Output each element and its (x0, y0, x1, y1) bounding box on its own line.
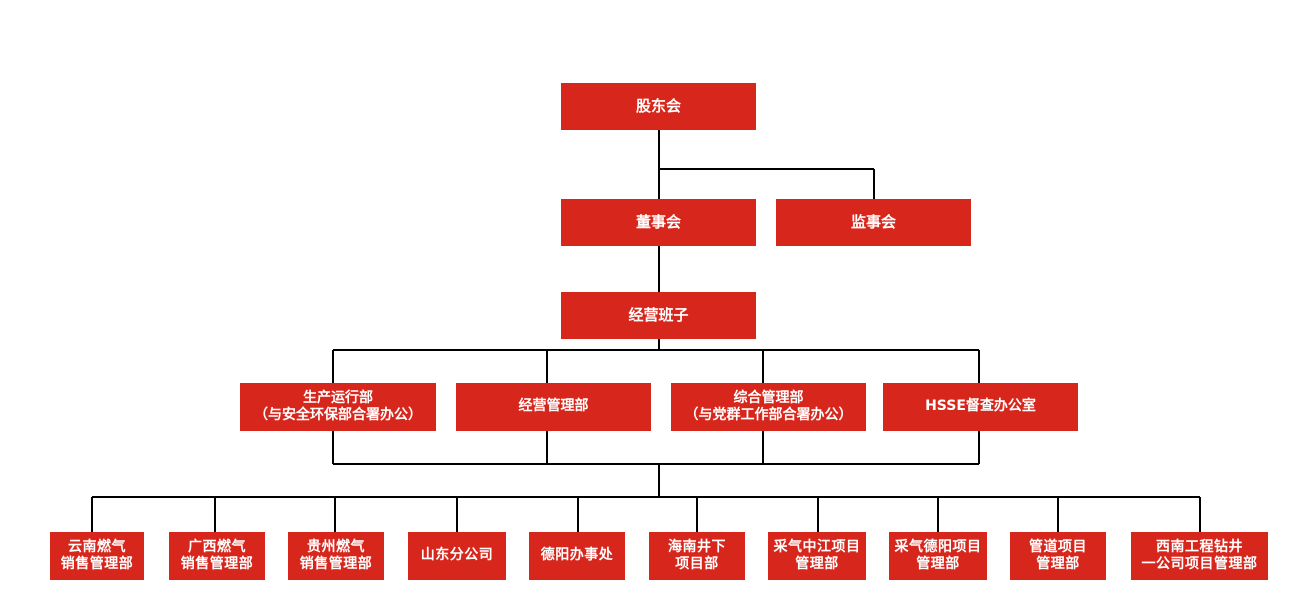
unit-line2: 管理部 (916, 556, 960, 572)
unit-line1: 海南井下 (668, 538, 726, 555)
unit-line1: 管道项目 (1029, 538, 1087, 555)
unit-line1: 山东分公司 (420, 547, 494, 564)
unit-box-drilling: 西南工程钻井 一公司项目管理部 (1131, 532, 1268, 580)
management-label: 经营班子 (628, 306, 689, 325)
unit-box-hainan: 海南井下 项目部 (649, 532, 745, 580)
board-label: 董事会 (635, 213, 681, 232)
unit-line1: 贵州燃气 (307, 538, 365, 555)
supervisors-box: 监事会 (776, 199, 971, 246)
unit-line1: 采气德阳项目 (894, 538, 982, 555)
department-line1: 综合管理部 (733, 389, 804, 406)
management-box: 经营班子 (561, 292, 756, 339)
supervisors-label: 监事会 (850, 213, 896, 232)
unit-line2: 销售管理部 (180, 556, 254, 572)
unit-box-guangxi: 广西燃气 销售管理部 (169, 532, 265, 580)
board-box: 董事会 (561, 199, 756, 246)
unit-line2: 管理部 (1036, 556, 1080, 572)
department-line1: HSSE督查办公室 (925, 398, 1036, 415)
department-line1: 经营管理部 (518, 398, 589, 415)
unit-line2: 管理部 (795, 556, 839, 572)
unit-box-yunnan: 云南燃气 销售管理部 (50, 532, 144, 580)
unit-line2: 项目部 (675, 556, 719, 572)
unit-box-pipeline: 管道项目 管理部 (1010, 532, 1106, 580)
department-line1: 生产运行部 (303, 389, 373, 406)
unit-box-shandong: 山东分公司 (408, 532, 506, 580)
unit-box-deyang-office: 德阳办事处 (529, 532, 625, 580)
unit-line1: 云南燃气 (68, 538, 126, 555)
unit-line2: 销售管理部 (60, 556, 134, 572)
unit-line1: 采气中江项目 (773, 538, 861, 555)
shareholders-label: 股东会 (635, 97, 681, 116)
department-line2: （与安全环保部合署办公） (254, 407, 422, 423)
unit-box-zhongjiang: 采气中江项目 管理部 (768, 532, 866, 580)
department-box-hsse: HSSE督查办公室 (883, 383, 1078, 431)
unit-line1: 德阳办事处 (540, 547, 614, 564)
unit-box-guizhou: 贵州燃气 销售管理部 (288, 532, 384, 580)
unit-line1: 西南工程钻井 (1156, 538, 1243, 555)
unit-box-deyang-project: 采气德阳项目 管理部 (889, 532, 987, 580)
unit-line1: 广西燃气 (188, 538, 246, 555)
department-line2: （与党群工作部合署办公） (684, 407, 853, 423)
unit-line2: 一公司项目管理部 (1141, 556, 1258, 572)
shareholders-box: 股东会 (561, 83, 756, 130)
department-box-operations: 经营管理部 (456, 383, 651, 431)
department-box-production: 生产运行部 （与安全环保部合署办公） (240, 383, 436, 431)
unit-line2: 销售管理部 (299, 556, 373, 572)
department-box-general: 综合管理部 （与党群工作部合署办公） (671, 383, 866, 431)
